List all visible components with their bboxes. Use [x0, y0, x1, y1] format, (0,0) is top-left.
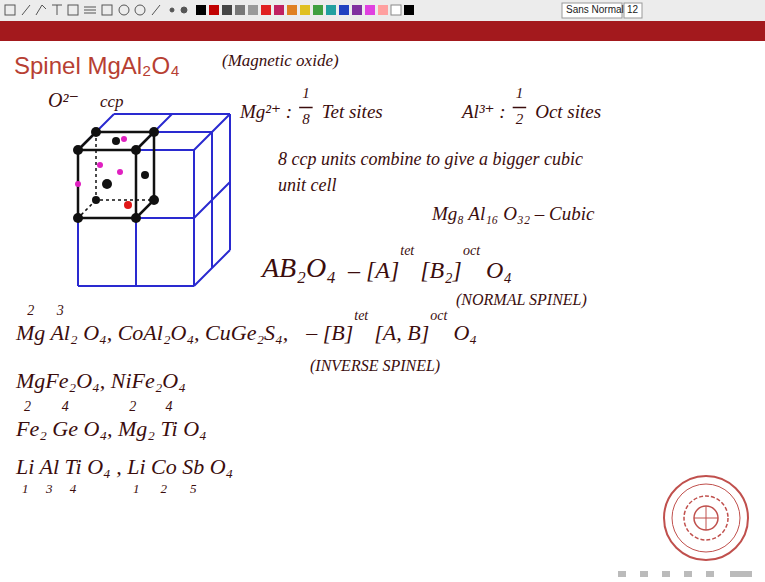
formula-list: Mg Al₂ O₄, CoAl₂O₄, CuGe₂S₄,: [16, 322, 288, 344]
formula-list: Fe₂ Ge O₄, Mg₂ Ti O₄: [16, 418, 207, 440]
oxidation-state: 2: [27, 304, 34, 318]
ion-label: Mg²⁺ :: [240, 102, 292, 121]
oxidation-state: 4: [166, 400, 173, 414]
site-label: oct: [463, 244, 480, 258]
oxidation-state: 1: [133, 482, 140, 495]
oxidation-state: 2: [129, 400, 136, 414]
size-box: [624, 3, 642, 18]
note: ccp: [100, 93, 124, 110]
fraction-bar: [513, 107, 527, 109]
big-cubic-cell: [78, 114, 230, 286]
oxidation-state: 5: [190, 482, 197, 495]
oxidation-state: 4: [62, 400, 69, 414]
ion-label: O²⁻: [48, 90, 79, 110]
note: 8 ccp units combine to give a bigger cub…: [278, 146, 598, 198]
fraction-number: 1: [516, 86, 524, 101]
toolbar: [0, 0, 765, 21]
site-label: tet: [354, 309, 368, 323]
note: (Magnetic oxide): [222, 52, 339, 69]
formula: Mg₈ Al₁₆ O₃₂ – Cubic: [432, 204, 595, 223]
interstitial-sites: [75, 136, 132, 209]
formula: O₄: [486, 258, 512, 282]
formula: – [B]: [306, 322, 353, 344]
fraction-bar: [299, 107, 313, 109]
formula: [B₂]: [420, 258, 462, 282]
formula-list: Li Al Ti O₄ , Li Co Sb O₄: [16, 456, 233, 478]
formula-list: MgFe₂O₄, NiFe₂O₄: [16, 370, 186, 392]
note: Tet sites: [322, 102, 383, 121]
color-swatches: [196, 5, 414, 15]
oxidation-state: 3: [46, 482, 53, 495]
ion-label: Al³⁺ :: [462, 102, 506, 121]
oxidation-state: 2: [24, 400, 31, 414]
toolbar-text: Sans Normal: [566, 5, 624, 15]
ccp-unit-cell: [78, 132, 154, 218]
formula: – [A]: [348, 258, 399, 282]
toolbar-icons: [5, 5, 187, 15]
toolbar-text: 12: [627, 5, 638, 15]
oxidation-state: 4: [70, 482, 77, 495]
fraction-number: 8: [302, 112, 310, 127]
formula: O₄: [453, 322, 477, 344]
formula: AB₂O₄: [262, 254, 336, 282]
institute-seal: [664, 476, 748, 560]
oxidation-state: 1: [22, 482, 29, 495]
site-label: tet: [400, 244, 414, 258]
fraction-number: 2: [516, 112, 524, 127]
formula: [A, B]: [374, 322, 429, 344]
structure-type: (NORMAL SPINEL): [456, 292, 587, 308]
note: Oct sites: [535, 102, 601, 121]
header-band: [0, 21, 765, 41]
nav-icons: [618, 571, 752, 577]
atoms: [73, 127, 159, 223]
fraction-number: 1: [302, 86, 310, 101]
oxidation-state: 3: [57, 304, 64, 318]
slide-title: Spinel MgAl₂O₄: [14, 54, 180, 78]
site-label: oct: [430, 309, 447, 323]
structure-type: (INVERSE SPINEL): [310, 358, 440, 374]
oxidation-state: 2: [161, 482, 168, 495]
